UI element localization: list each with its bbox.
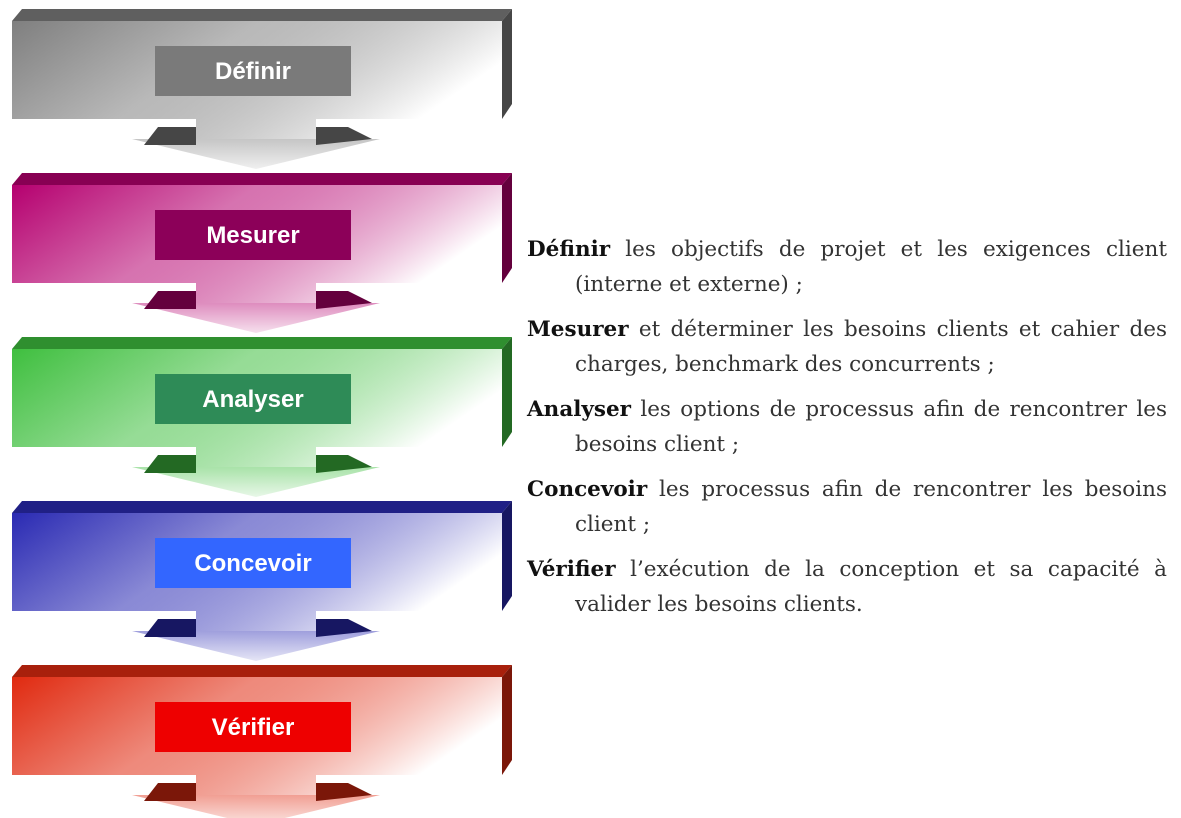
step-right-tab (316, 783, 372, 801)
step-right-tab (316, 619, 372, 637)
step-label-box (155, 538, 351, 588)
step-descriptions: Définir les objectifs de projet et les e… (527, 232, 1167, 632)
step-definir: Définir (12, 9, 512, 169)
step-left-tab (144, 291, 196, 309)
step-side-face (502, 501, 512, 611)
step-arrow-head (132, 303, 380, 333)
step-top-bevel (12, 173, 512, 185)
step-arrow-head (132, 631, 380, 661)
step-concevoir: Concevoir (12, 501, 512, 661)
step-left-tab (144, 619, 196, 637)
description-text: les options de processus afin de rencont… (575, 397, 1167, 457)
step-right-tab (316, 127, 372, 145)
description-item-verifier: Vérifier l’exécution de la conception et… (527, 552, 1167, 622)
step-label-box (155, 46, 351, 96)
step-label-box (155, 210, 351, 260)
description-text: les processus afin de rencontrer les bes… (575, 477, 1167, 537)
step-side-face (502, 665, 512, 775)
step-mesurer: Mesurer (12, 173, 512, 333)
description-term: Analyser (527, 397, 632, 422)
step-analyser: Analyser (12, 337, 512, 497)
step-label: Concevoir (194, 550, 311, 577)
step-top-bevel (12, 9, 512, 21)
step-label: Vérifier (212, 714, 295, 741)
description-item-analyser: Analyser les options de processus afin d… (527, 392, 1167, 462)
step-label-box (155, 374, 351, 424)
step-top-bevel (12, 665, 512, 677)
description-item-concevoir: Concevoir les processus afin de rencontr… (527, 472, 1167, 542)
description-text: les objectifs de projet et les exigences… (575, 237, 1167, 297)
step-verifier: Vérifier (12, 665, 512, 818)
step-side-face (502, 337, 512, 447)
description-item-definir: Définir les objectifs de projet et les e… (527, 232, 1167, 302)
step-side-face (502, 173, 512, 283)
step-top-bevel (12, 337, 512, 349)
step-left-tab (144, 455, 196, 473)
description-term: Concevoir (527, 477, 648, 502)
step-label-box (155, 702, 351, 752)
description-text: et déterminer les besoins clients et cah… (575, 317, 1167, 377)
step-top-bevel (12, 501, 512, 513)
step-right-tab (316, 291, 372, 309)
step-side-face (502, 9, 512, 119)
step-label: Définir (215, 58, 291, 85)
step-arrow-head (132, 139, 380, 169)
step-right-tab (316, 455, 372, 473)
step-arrow-head (132, 467, 380, 497)
step-left-tab (144, 783, 196, 801)
step-label: Mesurer (206, 222, 299, 249)
description-text: l’exécution de la conception et sa capac… (575, 557, 1167, 617)
step-left-tab (144, 127, 196, 145)
description-term: Définir (527, 237, 611, 262)
description-term: Mesurer (527, 317, 629, 342)
description-item-mesurer: Mesurer et déterminer les besoins client… (527, 312, 1167, 382)
step-label: Analyser (202, 386, 303, 413)
description-term: Vérifier (527, 557, 616, 582)
